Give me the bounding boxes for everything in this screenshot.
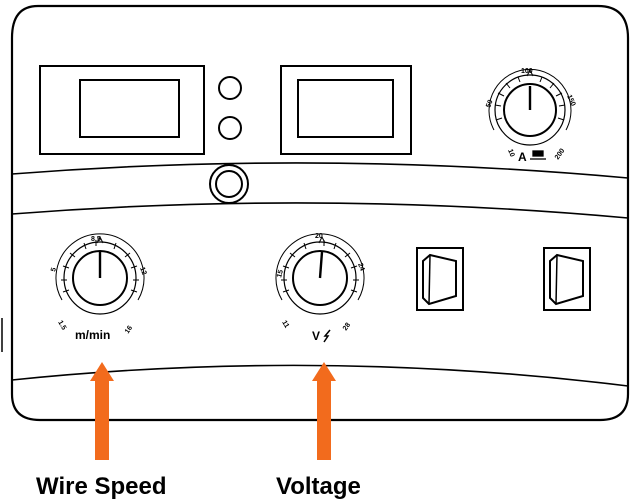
wire-speed-scale-label: 5 [50,267,58,273]
rocker-switch-right[interactable] [543,247,591,311]
indicator-light-top [218,76,242,100]
amperage-scale-label: 10 [506,148,515,158]
wire-speed-knob[interactable] [55,233,145,315]
rocker-switch-left[interactable] [416,247,464,311]
voltage-scale-label: 28 [342,322,352,332]
wire-speed-scale-label: 16 [124,325,134,335]
wire-speed-caption: Wire Speed [36,473,167,500]
voltage-knob[interactable] [275,233,365,315]
amperage-knob[interactable] [488,68,572,146]
wire-speed-arrow [90,362,114,460]
wire-speed-scale-label: 12 [138,266,147,276]
voltage-scale-label: 24 [356,262,365,272]
left-display-frame [39,65,205,155]
round-push-button[interactable] [209,164,249,204]
welding-current-icon [530,150,546,160]
voltage-arrow [312,362,336,460]
voltage-caption: Voltage [276,473,361,500]
wire-speed-scale-label: 8.5 [91,236,101,243]
panel-band-top [11,162,629,179]
voltage-scale-label: 15 [276,269,285,278]
right-display-screen [297,79,394,138]
left-display-screen [79,79,180,138]
panel-outline [10,4,630,422]
wire-speed-scale-label: 1.5 [56,320,67,332]
voltage-unit-label: V [312,329,320,343]
amperage-scale-label: 100 [521,68,533,75]
panel-band-bottom [11,202,629,219]
amperage-unit-label: A [518,150,527,164]
amperage-scale-label: 200 [554,147,566,161]
amperage-scale-label: 50 [485,99,494,109]
voltage-scale-label: 11 [280,320,290,330]
amperage-scale-label: 150 [565,94,576,108]
voltage-knob-pointer [318,251,324,279]
voltage-scale-label: 20 [315,233,323,240]
voltage-bolt-icon [323,329,331,343]
wire-speed-unit-label: m/min [75,328,110,342]
indicator-light-bottom [218,116,242,140]
right-display-frame [280,65,412,155]
